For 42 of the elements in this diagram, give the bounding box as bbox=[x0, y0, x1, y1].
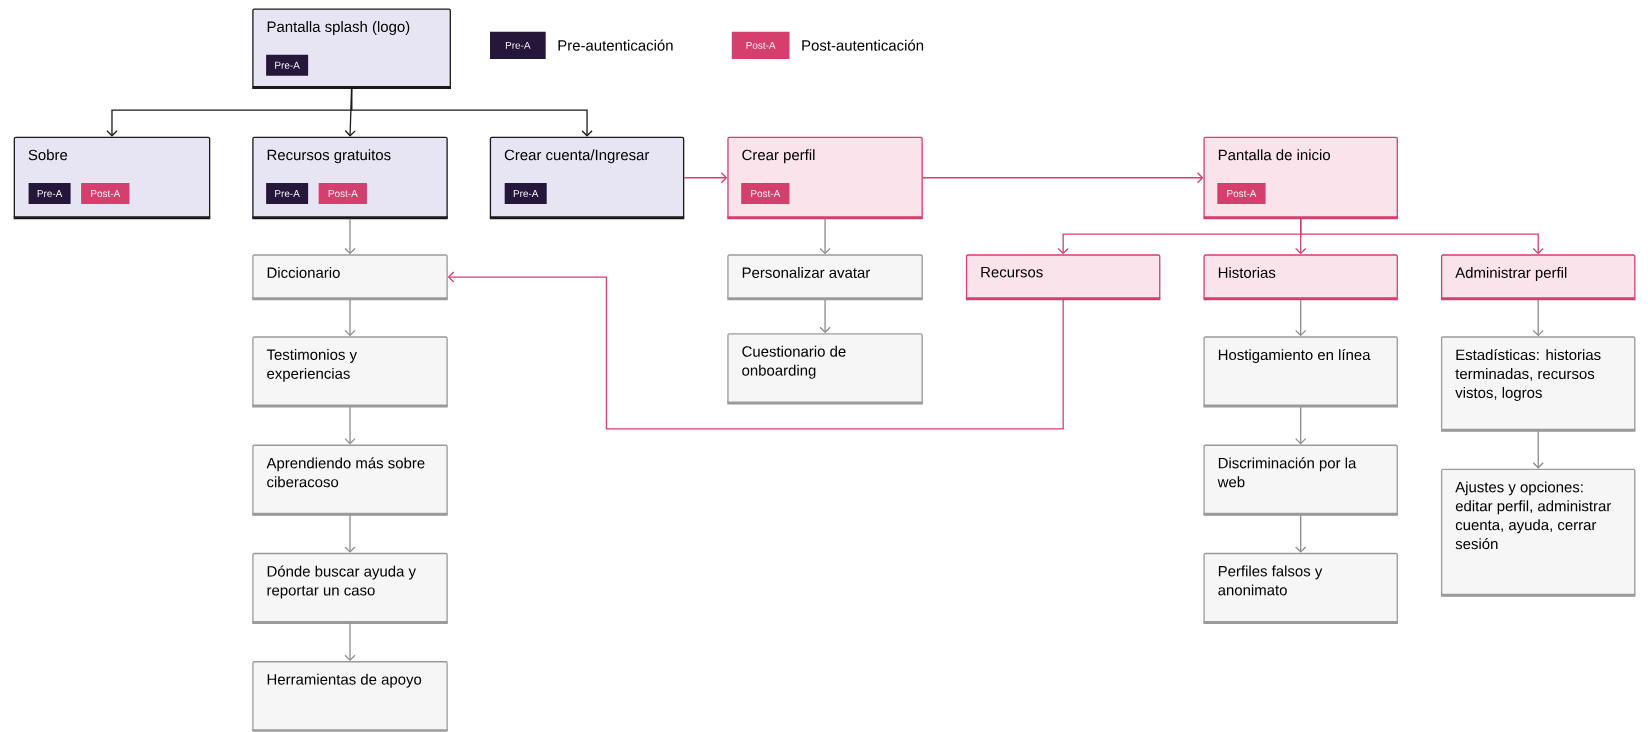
tag: Post-A bbox=[741, 183, 790, 205]
screen-box: Dónde buscar ayuda y reportar un caso bbox=[252, 553, 448, 625]
arrow bbox=[1295, 514, 1307, 554]
screen-box: Recursos bbox=[965, 254, 1161, 301]
screen-box: Ajustes y opciones: editar perfil, administrar cuenta, ayuda, cerrar sesión bbox=[1440, 469, 1636, 597]
arrow bbox=[350, 88, 593, 137]
screen-box: Cuestionario de onboarding bbox=[727, 333, 923, 405]
screen-box: Hostigamiento en línea bbox=[1203, 336, 1398, 408]
arrow bbox=[344, 406, 356, 445]
arrow bbox=[1295, 299, 1307, 337]
tag: Post-A bbox=[1217, 183, 1266, 205]
arrow bbox=[1300, 218, 1544, 255]
screen-box: Historias bbox=[1203, 254, 1398, 301]
arrow bbox=[447, 271, 1064, 430]
tag: Pre-A bbox=[266, 55, 309, 77]
arrow bbox=[819, 299, 831, 334]
tag: Post-A bbox=[318, 183, 367, 205]
screen-box: Herramientas de apoyo bbox=[252, 661, 448, 732]
arrow bbox=[344, 623, 356, 662]
screen-box: Perfiles falsos y anonimato bbox=[1203, 553, 1398, 625]
tag: Post-A bbox=[81, 183, 130, 205]
arrow bbox=[344, 299, 356, 337]
tag: Pre-A bbox=[266, 183, 309, 205]
screen-box: Administrar perfil bbox=[1440, 254, 1636, 301]
legend-label: Pre-autenticación bbox=[558, 39, 673, 51]
screen-box: Discriminación por la web bbox=[1203, 444, 1398, 517]
arrow bbox=[1532, 299, 1544, 337]
legend-label: Post-autenticación bbox=[802, 39, 924, 51]
arrow bbox=[922, 172, 1204, 184]
screen-box: Aprendiendo más sobre ciberacoso bbox=[252, 444, 448, 517]
arrow bbox=[683, 172, 728, 184]
arrow bbox=[344, 514, 356, 554]
screen-box: Estadísticas: historias terminadas, recursos vistos, logros bbox=[1440, 336, 1636, 432]
arrow bbox=[344, 218, 356, 255]
tag: Pre-A bbox=[28, 183, 71, 205]
screen-box: Testimonios y experiencias bbox=[252, 336, 448, 408]
arrow bbox=[819, 218, 831, 255]
screen-box: Diccionario bbox=[252, 254, 448, 301]
tag: Pre-A bbox=[504, 183, 547, 205]
arrow bbox=[1295, 406, 1307, 445]
arrow bbox=[1532, 430, 1544, 469]
screen-box: Personalizar avatar bbox=[727, 254, 923, 301]
